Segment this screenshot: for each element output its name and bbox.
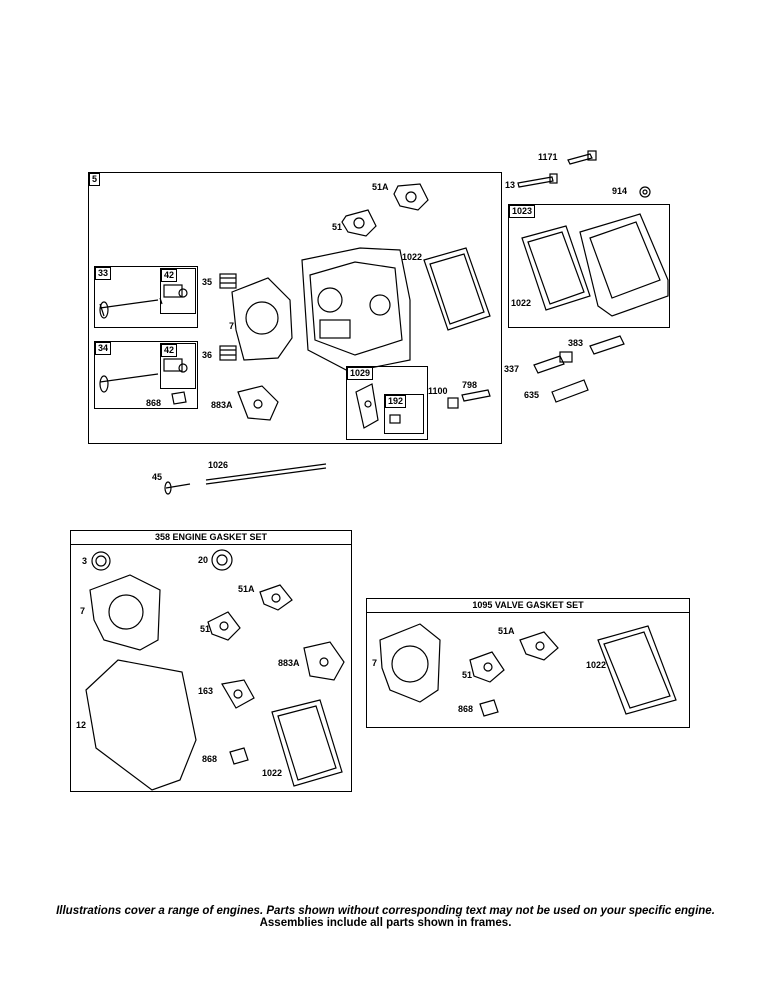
- frame-42a-label: 42: [161, 269, 178, 282]
- vgs-part-51a: [519, 631, 559, 661]
- egs-part-883a: [303, 641, 345, 681]
- part-36-spring: [219, 345, 237, 361]
- footer-line-2: Assemblies include all parts shown in fr…: [259, 917, 512, 929]
- frame-192: [384, 394, 424, 434]
- part-rocker: [355, 383, 379, 429]
- part-7-head-gasket: [231, 277, 293, 361]
- callout-798: 798: [462, 380, 478, 390]
- part-51-gasket: [341, 209, 377, 237]
- callout-1022-cover: 1022: [511, 298, 532, 308]
- part-45: [164, 481, 191, 495]
- vgs-callout-7: 7: [372, 658, 378, 668]
- part-883a: [237, 385, 279, 421]
- valve-gasket-set-title: 1095 VALVE GASKET SET: [366, 598, 690, 613]
- vgs-callout-1022: 1022: [586, 660, 607, 670]
- callout-1100: 1100: [428, 386, 448, 396]
- callout-7: 7: [229, 321, 235, 331]
- part-1026-pushrod: [205, 463, 327, 485]
- callout-914: 914: [612, 186, 628, 196]
- part-valve-cover: [579, 213, 669, 317]
- valve-gasket-set-frame: [366, 598, 690, 728]
- callout-883a: 883A: [211, 400, 233, 410]
- egs-callout-883a: 883A: [278, 658, 300, 668]
- callout-1171: 1171: [538, 152, 558, 162]
- frame-1029-label: 1029: [347, 367, 374, 380]
- frame-192-label: 192: [385, 395, 407, 408]
- egs-callout-1022: 1022: [262, 768, 283, 778]
- egs-part-868: [229, 747, 249, 765]
- egs-part-51: [207, 611, 241, 641]
- part-914-nut: [639, 186, 651, 198]
- frame-42a: [160, 268, 196, 314]
- callout-45: 45: [152, 472, 163, 482]
- frame-34: [94, 341, 198, 409]
- callout-635: 635: [524, 390, 540, 400]
- footer-line-1: Illustrations cover a range of engines. …: [56, 905, 715, 917]
- part-35-spring: [219, 273, 237, 289]
- egs-callout-20: 20: [198, 555, 209, 565]
- callout-35: 35: [202, 277, 213, 287]
- vgs-callout-868: 868: [458, 704, 474, 714]
- callout-1022-top: 1022: [402, 252, 423, 262]
- part-798: [461, 389, 491, 402]
- frame-34-label: 34: [95, 342, 112, 355]
- frame-33-label: 33: [95, 267, 112, 280]
- callout-51a: 51A: [372, 182, 389, 192]
- egs-part-1022: [271, 699, 343, 787]
- egs-part-163: [221, 679, 255, 709]
- part-868: [171, 391, 187, 405]
- part-1022-cover-gasket: [521, 225, 591, 311]
- part-337-spark-plug: [533, 351, 573, 374]
- part-635: [551, 379, 589, 403]
- egs-callout-7: 7: [80, 606, 86, 616]
- callout-13: 13: [505, 180, 516, 190]
- callout-51: 51: [332, 222, 343, 232]
- frame-5-label: 5: [89, 173, 101, 186]
- vgs-part-1022: [597, 625, 677, 715]
- frame-33: [94, 266, 198, 328]
- part-1100: [447, 397, 459, 409]
- vgs-part-51: [469, 651, 505, 683]
- part-retainer-33: [163, 284, 188, 298]
- egs-callout-163: 163: [198, 686, 214, 696]
- part-valve-34: [99, 373, 159, 393]
- part-13-bolt: [517, 173, 558, 188]
- part-51a-gasket: [393, 183, 429, 211]
- frame-1029: [346, 366, 428, 440]
- callout-337: 337: [504, 364, 520, 374]
- engine-gasket-set-frame: [70, 530, 352, 792]
- egs-callout-3: 3: [82, 556, 88, 566]
- vgs-part-868: [479, 699, 499, 717]
- part-retainer-34: [163, 358, 188, 373]
- frame-42b: [160, 343, 196, 389]
- callout-36: 36: [202, 350, 213, 360]
- frame-1023-label: 1023: [509, 205, 536, 218]
- egs-part-12: [85, 659, 197, 791]
- egs-callout-51a: 51A: [238, 584, 255, 594]
- part-383: [589, 335, 625, 355]
- frame-5: [88, 172, 502, 444]
- egs-callout-12: 12: [76, 720, 87, 730]
- egs-part-51a: [259, 584, 293, 611]
- egs-part-3: [91, 551, 111, 571]
- part-1022-gasket: [423, 247, 491, 331]
- part-1171-bolt: [567, 150, 597, 165]
- engine-gasket-set-title: 358 ENGINE GASKET SET: [70, 530, 352, 545]
- egs-callout-51: 51: [200, 624, 211, 634]
- callout-868: 868: [146, 398, 162, 408]
- footer-note: Illustrations cover a range of engines. …: [0, 905, 771, 929]
- frame-42b-label: 42: [161, 344, 178, 357]
- egs-part-20: [211, 549, 233, 571]
- egs-part-7: [89, 574, 161, 651]
- vgs-callout-51a: 51A: [498, 626, 515, 636]
- callout-1026: 1026: [208, 460, 229, 470]
- callout-383: 383: [568, 338, 584, 348]
- part-192-stud: [389, 414, 401, 424]
- vgs-callout-51: 51: [462, 670, 473, 680]
- vgs-part-7: [379, 623, 441, 703]
- part-cylinder-head: [301, 247, 411, 373]
- frame-1023: [508, 204, 670, 328]
- egs-callout-868: 868: [202, 754, 218, 764]
